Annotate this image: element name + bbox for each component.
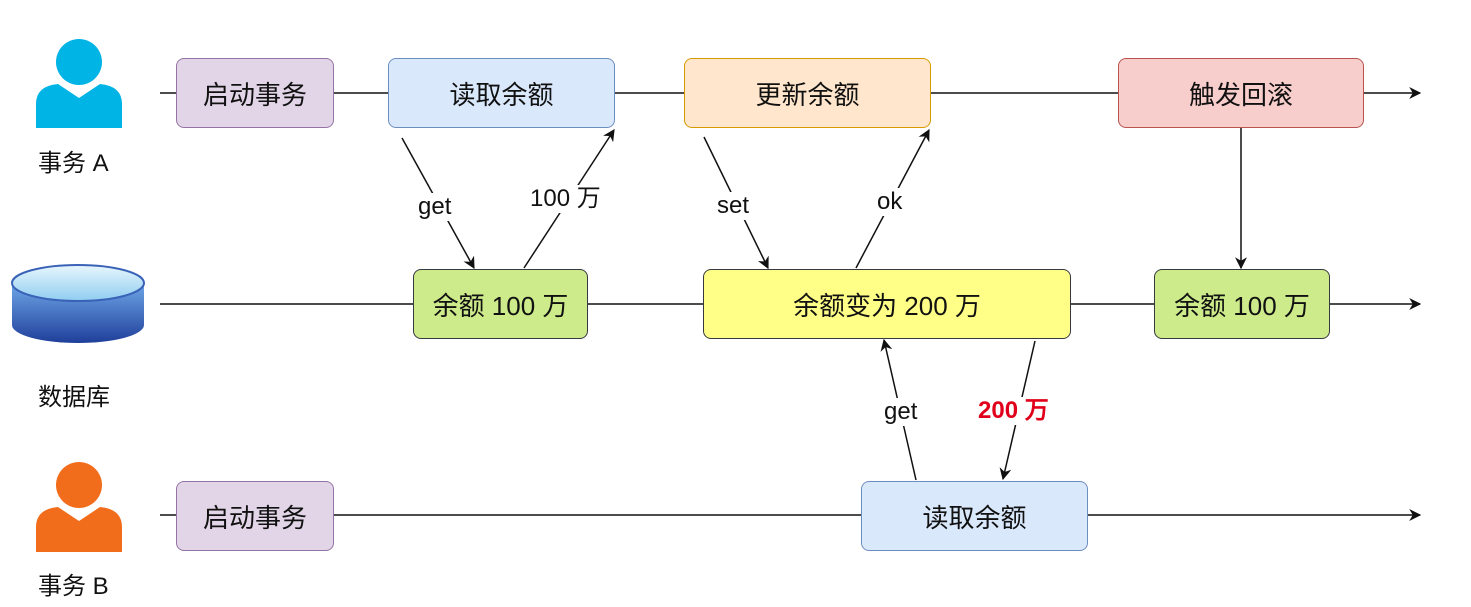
tx-a-read-node: 读取余额 — [388, 58, 615, 128]
database-icon — [11, 264, 145, 343]
db-balance-restored-node: 余额 100 万 — [1154, 269, 1330, 339]
tx-b-read-node: 读取余额 — [861, 481, 1088, 551]
tx-a-rollback-node: 触发回滚 — [1118, 58, 1364, 128]
tx-b-start-node: 启动事务 — [176, 481, 334, 551]
edge-label-get-a: get — [414, 193, 456, 221]
db-balance-initial-node: 余额 100 万 — [413, 269, 588, 339]
person-a-icon — [36, 39, 122, 128]
edge-label-return-a: 100 万 — [526, 185, 605, 213]
edge-label-ok-a: ok — [873, 188, 907, 216]
tx-a-start-node: 启动事务 — [176, 58, 334, 128]
edge-label-return-b: 200 万 — [974, 397, 1053, 425]
actor-label-tx-a: 事务 A — [38, 150, 109, 177]
tx-a-update-node: 更新余额 — [684, 58, 931, 128]
edge-label-set-a: set — [713, 192, 754, 220]
db-balance-changed-node: 余额变为 200 万 — [703, 269, 1071, 339]
edge-label-get-b: get — [880, 398, 922, 426]
actor-label-tx-b: 事务 B — [38, 573, 109, 600]
person-b-icon — [36, 462, 122, 552]
actor-label-database: 数据库 — [38, 384, 110, 411]
